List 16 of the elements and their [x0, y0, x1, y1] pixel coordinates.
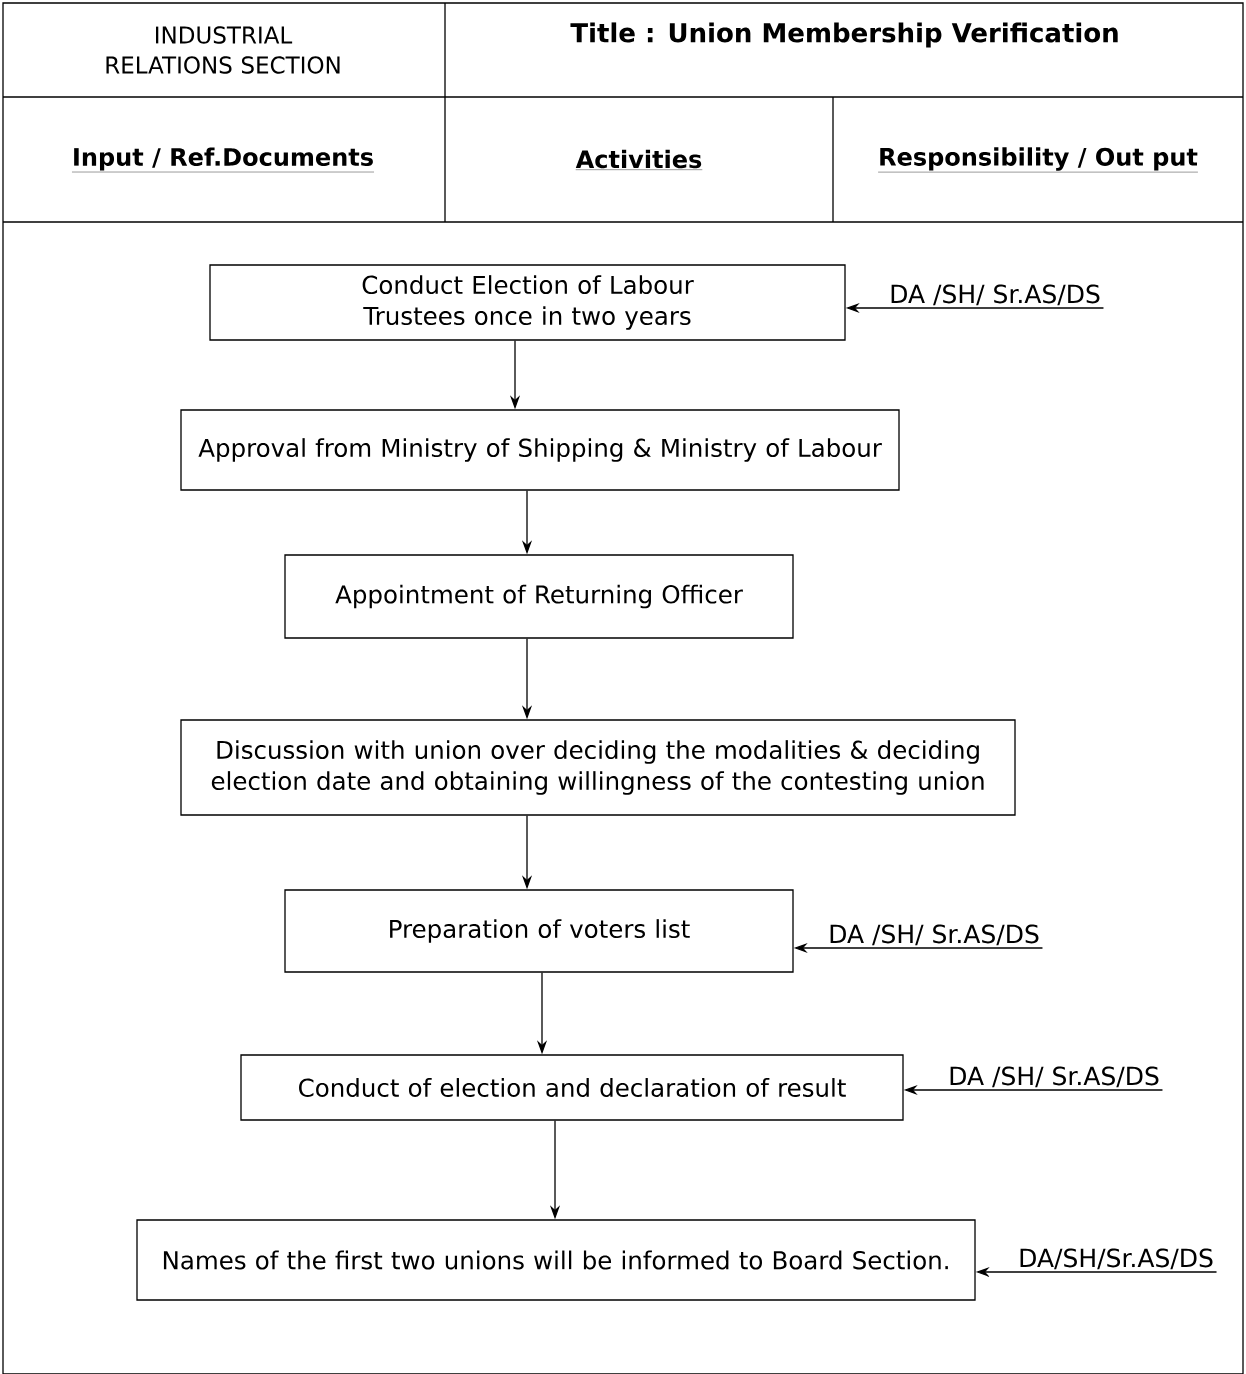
column-heading: Input / Ref.Documents — [71, 147, 375, 173]
process-box: Conduct of election and declaration of result — [240, 1054, 904, 1121]
process-box: Appointment of Returning Officer — [284, 554, 794, 639]
responsibility-text: DA /SH/ Sr.AS/DS — [891, 284, 1100, 306]
responsibility-text: DA/SH/Sr.AS/DS — [1020, 1248, 1213, 1270]
title: Title : Union Membership Verification — [570, 22, 1118, 48]
process-box: Preparation of voters list — [284, 889, 794, 973]
section-heading: INDUSTRIAL RELATIONS SECTION — [106, 26, 340, 74]
process-box: Conduct Election of Labour Trustees once in two years — [209, 264, 846, 341]
column-heading: Activities — [575, 149, 703, 170]
column-heading: Responsibility / Out put — [877, 147, 1199, 173]
process-box: Names of the first two unions will be informed to Board Section. — [136, 1219, 976, 1301]
process-box: Approval from Ministry of Shipping & Ministry of Labour — [180, 409, 900, 491]
process-box: Discussion with union over deciding the modalities & deciding election date and obtaining willingness of the contesting union — [180, 719, 1016, 816]
responsibility-text: DA /SH/ Sr.AS/DS — [950, 1066, 1159, 1088]
responsibility-text: DA /SH/ Sr.AS/DS — [830, 924, 1039, 946]
